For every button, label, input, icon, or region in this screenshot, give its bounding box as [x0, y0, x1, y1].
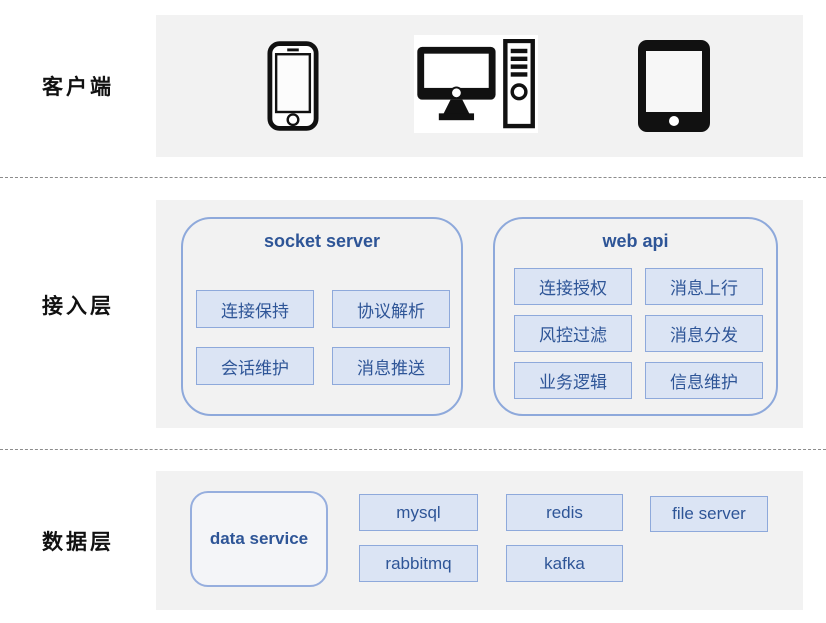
node-session-maintain: 会话维护 — [196, 347, 314, 385]
node-mysql: mysql — [359, 494, 478, 531]
node-connection-keep: 连接保持 — [196, 290, 314, 328]
web-api-group: web api 连接授权 消息上行 风控过滤 消息分发 业务逻辑 信息维护 — [493, 217, 778, 416]
node-connection-auth: 连接授权 — [514, 268, 632, 305]
layer-divider-2 — [0, 449, 826, 450]
node-risk-filter: 风控过滤 — [514, 315, 632, 352]
clients-panel — [156, 15, 803, 157]
node-kafka: kafka — [506, 545, 623, 582]
layer-label-data: 数据层 — [42, 530, 114, 554]
smartphone-icon — [267, 40, 319, 132]
layer-label-access: 接入层 — [42, 295, 114, 318]
node-file-server: file server — [650, 496, 768, 532]
web-api-title: web api — [602, 231, 669, 251]
node-message-push: 消息推送 — [332, 347, 450, 385]
layer-divider-1 — [0, 177, 826, 178]
node-message-dispatch: 消息分发 — [645, 315, 763, 352]
node-redis: redis — [506, 494, 623, 531]
node-message-upstream: 消息上行 — [645, 268, 763, 305]
data-service-box: data service — [190, 491, 328, 587]
node-info-maintain: 信息维护 — [645, 362, 763, 399]
socket-server-title: socket server — [263, 231, 381, 251]
desktop-computer-icon — [414, 35, 538, 133]
tablet-icon — [638, 40, 710, 132]
data-panel: data service mysql redis file server rab… — [156, 471, 803, 610]
node-rabbitmq: rabbitmq — [359, 545, 478, 582]
node-business-logic: 业务逻辑 — [514, 362, 632, 399]
layer-label-clients: 客户端 — [42, 76, 114, 99]
socket-server-group: socket server 连接保持 协议解析 会话维护 消息推送 — [181, 217, 463, 416]
node-protocol-parse: 协议解析 — [332, 290, 450, 328]
access-panel: socket server 连接保持 协议解析 会话维护 消息推送 web ap… — [156, 200, 803, 428]
